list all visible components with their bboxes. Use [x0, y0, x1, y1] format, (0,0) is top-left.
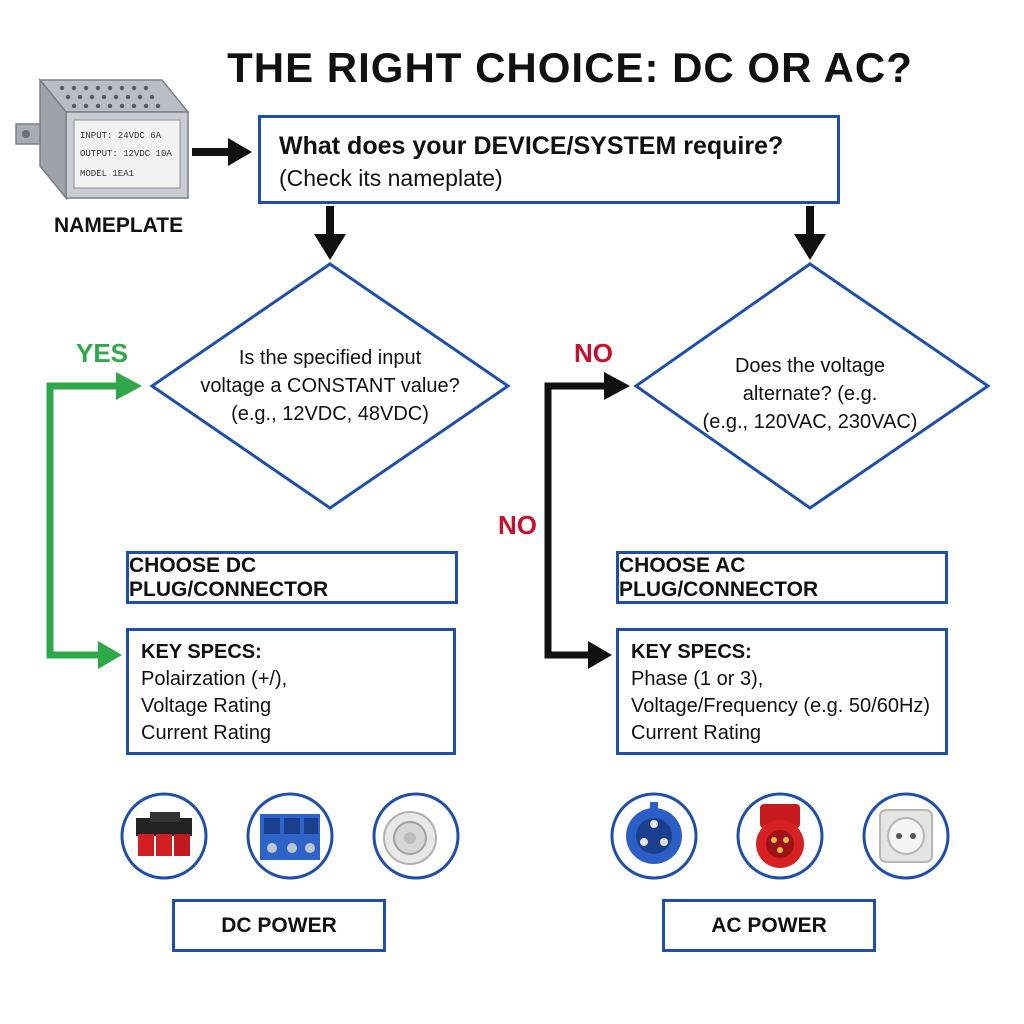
red-three-phase-plug-icon: [736, 792, 824, 880]
arrow-question-to-dc-decision: [314, 206, 346, 260]
dc-decision-text: Is the specified input voltage a CONSTAN…: [186, 344, 474, 428]
choose-dc-connector-box: CHOOSE DC PLUG/CONNECTOR: [126, 551, 458, 604]
plate-line-2: OUTPUT: 12VDC 10A: [80, 149, 172, 159]
no-label-top: NO: [574, 338, 613, 368]
arrow-question-to-ac-decision: [794, 206, 826, 260]
dc-connectors: [120, 792, 460, 880]
blue-industrial-plug-icon: [610, 792, 698, 880]
dc-spec-item: Current Rating: [141, 722, 272, 744]
ac-power-box: AC POWER: [662, 899, 876, 952]
dc-specs-heading: KEY SPECS:: [141, 641, 262, 663]
ac-decision-diamond: [633, 262, 991, 510]
ac-connectors: [610, 792, 950, 880]
ac-specs-heading: KEY SPECS:: [631, 641, 752, 663]
ac-decision-line: Does the voltage: [734, 355, 886, 377]
no-label-mid: NO: [498, 510, 537, 540]
dc-key-specs-box: KEY SPECS: Polairzation (+/), Voltage Ra…: [126, 628, 456, 755]
ac-spec-item: Voltage/Frequency (e.g. 50/60Hz): [631, 695, 931, 717]
nameplate-label: NAMEPLATE: [54, 214, 184, 237]
question-line-1: What does your DEVICE/SYSTEM require?: [279, 132, 784, 160]
dc-decision-line: Is the specified input: [238, 347, 422, 369]
question-line-2: (Check its nameplate): [279, 165, 503, 191]
terminal-block-connector-icon: [246, 792, 334, 880]
page-title: THE RIGHT CHOICE: DC OR AC?: [227, 44, 913, 91]
choose-ac-connector-box: CHOOSE AC PLUG/CONNECTOR: [616, 551, 948, 604]
ac-spec-item: Current Rating: [631, 722, 762, 744]
ac-decision-line: (e.g., 120VAC, 230VAC): [702, 411, 918, 433]
ac-spec-item: Phase (1 or 3),: [631, 668, 764, 690]
dc-power-box: DC POWER: [172, 899, 386, 952]
plate-line-3: MODEL 1EA1: [80, 169, 134, 179]
nameplate-device: INPUT: 24VDC 6A OUTPUT: 12VDC 10A MODEL …: [15, 77, 190, 201]
dc-spec-item: Polairzation (+/),: [141, 668, 288, 690]
schuko-socket-icon: [862, 792, 950, 880]
ac-decision-line: alternate? (e.g.: [742, 383, 878, 405]
yes-path: [46, 372, 142, 669]
question-box: What does your DEVICE/SYSTEM require? (C…: [258, 115, 840, 204]
dc-spec-item: Voltage Rating: [141, 695, 272, 717]
ac-decision-text: Does the voltage alternate? (e.g. (e.g.,…: [672, 352, 948, 436]
yes-label: YES: [76, 338, 129, 368]
dc-decision-line: voltage a CONSTANT value?: [200, 375, 460, 397]
dc-decision-diamond: [149, 262, 511, 510]
anderson-powerpole-connector-icon: [120, 792, 208, 880]
dc-decision-line: (e.g., 12VDC, 48VDC): [231, 403, 429, 425]
arrow-nameplate-to-question: [192, 138, 252, 166]
ac-key-specs-box: KEY SPECS: Phase (1 or 3), Voltage/Frequ…: [616, 628, 948, 755]
no-path: [544, 372, 630, 669]
barrel-connector-icon: [372, 792, 460, 880]
plate-line-1: INPUT: 24VDC 6A: [80, 131, 162, 141]
